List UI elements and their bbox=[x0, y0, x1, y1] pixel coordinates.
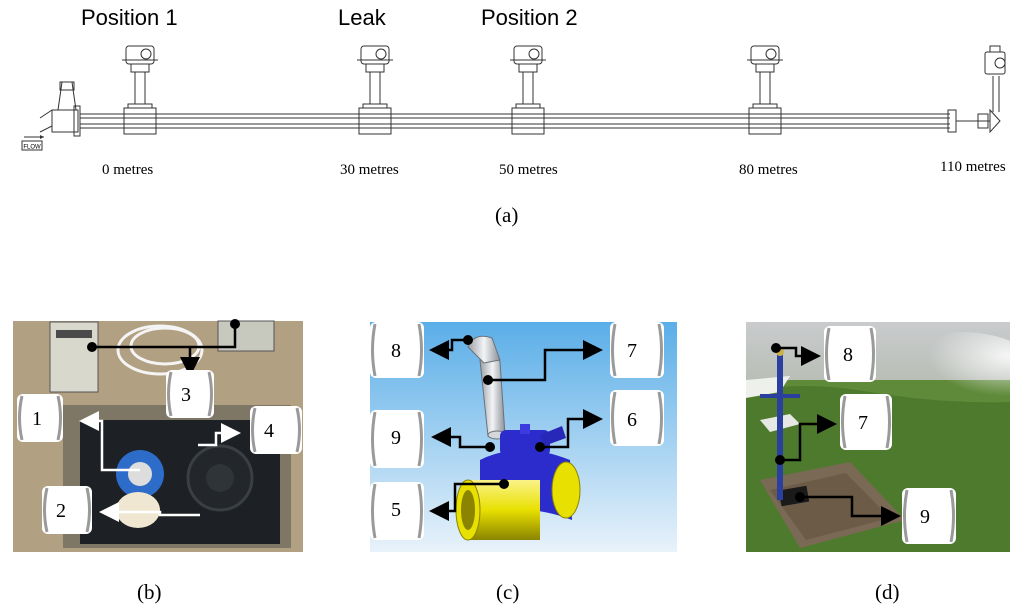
caption-b: (b) bbox=[137, 580, 162, 604]
distance-80: 80 metres bbox=[739, 162, 798, 178]
label-box bbox=[610, 390, 664, 446]
label-b-2: 2 bbox=[56, 500, 66, 522]
flow-tag: FLOW bbox=[23, 145, 41, 151]
gate-valve-icon bbox=[122, 45, 158, 135]
position-1-label: Position 1 bbox=[81, 5, 178, 30]
caption-d: (d) bbox=[875, 580, 900, 604]
gate-valve-icon bbox=[747, 45, 783, 135]
label-b-1: 1 bbox=[32, 408, 42, 430]
label-c-6: 6 bbox=[627, 409, 637, 431]
position-2-label: Position 2 bbox=[481, 5, 578, 30]
distance-50: 50 metres bbox=[499, 162, 558, 178]
label-c-5: 5 bbox=[391, 499, 401, 521]
label-d-8: 8 bbox=[843, 344, 853, 366]
label-b-4: 4 bbox=[264, 420, 274, 442]
leak-label: Leak bbox=[338, 5, 386, 30]
gate-valve-icon bbox=[357, 45, 393, 135]
distance-30: 30 metres bbox=[340, 162, 399, 178]
pipeline-drawing: FLOW bbox=[21, 45, 1006, 151]
label-b-3: 3 bbox=[181, 384, 191, 406]
label-box bbox=[610, 322, 664, 378]
gate-valve-icon bbox=[510, 45, 546, 135]
label-box bbox=[42, 486, 92, 534]
caption-c: (c) bbox=[496, 580, 520, 604]
label-c-8: 8 bbox=[391, 340, 401, 362]
label-d-7: 7 bbox=[858, 412, 868, 434]
outlet-valve-icon bbox=[984, 45, 1006, 112]
panel-d-photo bbox=[746, 322, 1024, 552]
label-box bbox=[250, 406, 302, 454]
distance-0: 0 metres bbox=[102, 162, 154, 178]
label-c-7: 7 bbox=[627, 340, 637, 362]
flow-arrow-icon bbox=[24, 135, 44, 139]
label-c-9: 9 bbox=[391, 427, 401, 449]
distance-110: 110 metres bbox=[940, 159, 1006, 175]
caption-a: (a) bbox=[495, 203, 519, 227]
label-d-9: 9 bbox=[920, 506, 930, 528]
